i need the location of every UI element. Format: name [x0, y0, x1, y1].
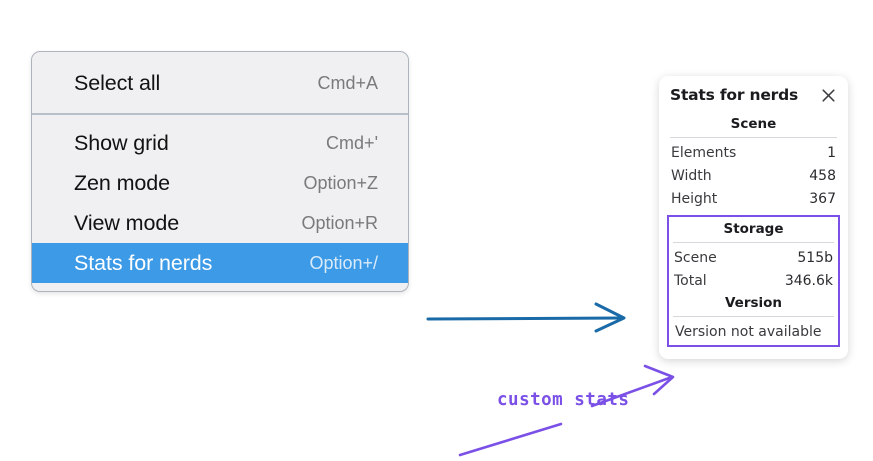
panel-title: Stats for nerds [670, 86, 799, 104]
stat-value: 458 [809, 167, 836, 184]
stat-row-scene: Scene 515b [673, 246, 834, 269]
stat-label: Height [671, 190, 718, 207]
stat-row-total: Total 346.6k [673, 269, 834, 292]
menu-item-show-grid[interactable]: Show grid Cmd+' [32, 123, 408, 163]
menu-item-shortcut: Cmd+' [326, 132, 378, 153]
context-menu[interactable]: Select all Cmd+A Show grid Cmd+' Zen mod… [31, 51, 409, 292]
menu-group-1: Select all Cmd+A [32, 52, 408, 113]
menu-item-label: View mode [74, 210, 180, 235]
menu-item-label: Select all [74, 70, 161, 95]
menu-item-stats-for-nerds[interactable]: Stats for nerds Option+/ [32, 243, 408, 283]
blue-arrow [426, 302, 626, 333]
stats-for-nerds-panel: Stats for nerds Scene Elements 1 Width 4… [659, 76, 848, 359]
section-header-version: Version [724, 295, 783, 311]
stat-row-width: Width 458 [670, 164, 837, 187]
version-text: Version not available [675, 324, 822, 340]
stat-value: 346.6k [784, 272, 833, 289]
panel-header: Stats for nerds [670, 86, 837, 104]
stat-value: 367 [809, 190, 836, 207]
custom-stats-annotation-label: custom stats [497, 390, 630, 410]
menu-item-label: Show grid [74, 130, 169, 155]
stat-value: 1 [827, 144, 836, 161]
menu-item-shortcut: Option+Z [303, 172, 378, 193]
stat-value: 515b [797, 249, 833, 266]
menu-item-shortcut: Cmd+A [317, 72, 378, 93]
stat-label: Width [671, 167, 712, 184]
menu-item-select-all[interactable]: Select all Cmd+A [32, 63, 408, 103]
divider [673, 242, 834, 243]
section-header-scene: Scene [730, 116, 777, 132]
menu-item-view-mode[interactable]: View mode Option+R [32, 203, 408, 243]
close-icon[interactable] [820, 87, 837, 104]
stat-row-height: Height 367 [670, 187, 837, 210]
stat-label: Elements [671, 144, 737, 161]
divider [673, 316, 834, 317]
divider [670, 137, 837, 138]
menu-item-shortcut: Option+/ [309, 252, 378, 273]
section-header-storage: Storage [723, 221, 784, 237]
menu-group-2: Show grid Cmd+' Zen mode Option+Z View m… [32, 113, 408, 291]
stat-label: Total [674, 272, 707, 289]
menu-item-label: Stats for nerds [74, 250, 213, 275]
section-version: Version Version not available [673, 292, 834, 342]
stat-row-elements: Elements 1 [670, 141, 837, 164]
menu-item-shortcut: Option+R [301, 212, 378, 233]
stat-label: Scene [674, 249, 717, 266]
menu-item-label: Zen mode [74, 170, 171, 195]
custom-stats-highlight-box: Storage Scene 515b Total 346.6k Version … [667, 215, 840, 347]
section-scene: Scene Elements 1 Width 458 Height 367 [670, 113, 837, 210]
menu-item-zen-mode[interactable]: Zen mode Option+Z [32, 163, 408, 203]
section-storage: Storage Scene 515b Total 346.6k [673, 218, 834, 292]
purple-underline-stroke [458, 422, 563, 457]
